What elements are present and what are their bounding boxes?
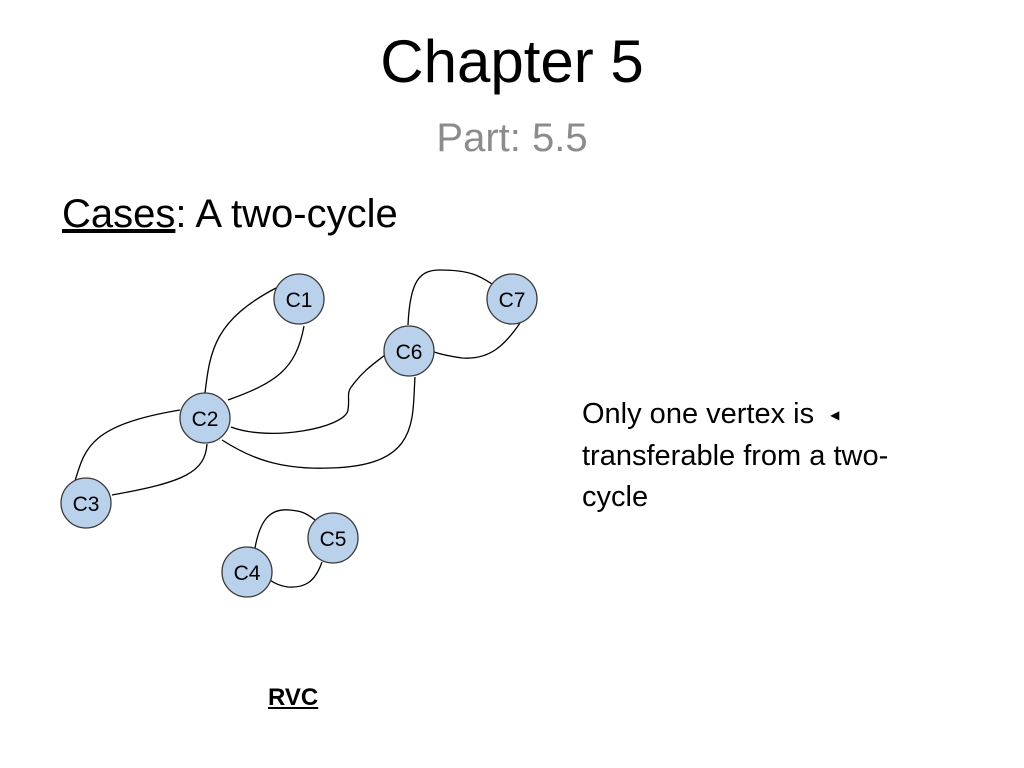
note-line-1: Only one vertex is ◀ [582, 394, 962, 436]
node-c4-label: C4 [234, 562, 261, 585]
cases-heading: Cases: A two-cycle [62, 190, 398, 238]
node-c3-label: C3 [73, 493, 100, 516]
node-c4[interactable]: C4 [221, 546, 273, 598]
edge-c4-c5-upper [254, 509, 316, 549]
node-c5[interactable]: C5 [307, 512, 359, 564]
edge-c2-c1-left [204, 287, 277, 394]
left-arrow-icon: ◀ [830, 407, 840, 422]
node-c6[interactable]: C6 [383, 325, 435, 377]
node-c1[interactable]: C1 [273, 273, 325, 325]
node-c5-label: C5 [320, 528, 347, 551]
edge-c6-c7-upper [407, 269, 493, 326]
note-line-1-text: Only one vertex is [582, 398, 815, 430]
node-c1-label: C1 [286, 289, 313, 312]
graph-nodes: C1 C2 C3 C4 C5 C6 C7 [60, 273, 538, 598]
node-c2[interactable]: C2 [179, 392, 231, 444]
cases-heading-rest: : A two-cycle [175, 192, 398, 236]
slide-subtitle: Part: 5.5 [436, 116, 588, 160]
node-c7[interactable]: C7 [486, 273, 538, 325]
edge-c5-c4-lower [269, 561, 323, 588]
edge-c1-c2-right [227, 325, 305, 401]
node-c2-label: C2 [192, 408, 219, 431]
graph-edges [74, 269, 521, 588]
explanation-note: Only one vertex is ◀ transferable from a … [582, 394, 962, 518]
cases-heading-underlined: Cases [62, 192, 176, 236]
edge-c6-c2-lower [221, 376, 416, 469]
rvc-link[interactable]: RVC [268, 684, 319, 711]
edge-c7-c6-lower [433, 322, 521, 359]
note-line-2: transferable from a two- [582, 439, 889, 472]
note-line-3: cycle [582, 480, 649, 513]
edge-c2-c3-lower [111, 443, 208, 496]
slide-title: Chapter 5 [380, 28, 644, 95]
node-c6-label: C6 [396, 341, 423, 364]
edge-c3-c2-upper [74, 409, 181, 482]
node-c3[interactable]: C3 [60, 477, 112, 529]
edge-c2-c6-upper [230, 354, 386, 434]
node-c7-label: C7 [499, 289, 526, 312]
